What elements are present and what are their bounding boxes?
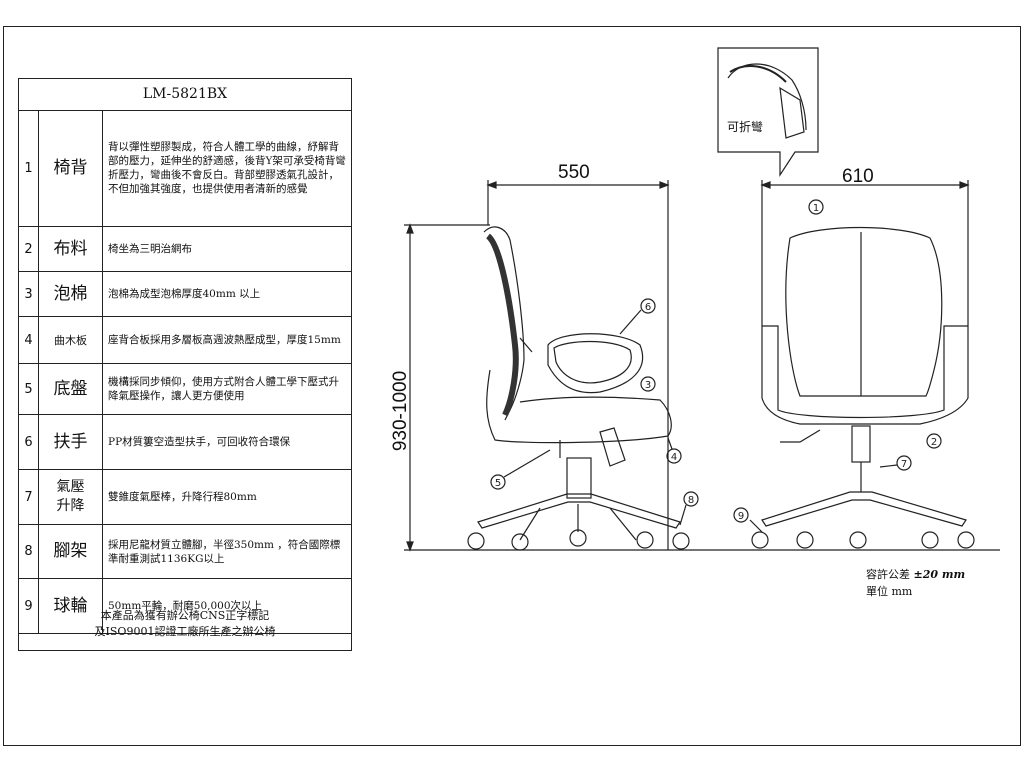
foldable-callout-label: 可折彎 [727, 120, 764, 134]
drawing-frame [3, 26, 1021, 746]
spec-row: 8 腳架 採用尼龍材質立體腳，半徑350mm ，符合國際標準耐重測試1136KG… [19, 525, 351, 579]
part-description: 50mm平輪，耐磨50,000次以上 [108, 600, 263, 612]
spec-row: 7 氣壓升降 雙錐度氣壓棒，升降行程80mm [19, 470, 351, 525]
spec-row: 5 底盤 機構採同步傾仰，使用方式附合人體工學下壓式升降氣壓操作，讓人更方便使用 [19, 364, 351, 415]
part-name: 腳架 [39, 525, 103, 578]
marker-label-6: 6 [645, 302, 651, 313]
spec-row: 1 椅背 背以彈性塑膠製成，符合人體工學的曲線，紓解背部的壓力，延伸坐的舒適感，… [19, 110, 351, 227]
spec-row: 3 泡棉 泡棉為成型泡棉厚度40mm 以上 [19, 272, 351, 317]
part-name: 底盤 [39, 364, 103, 414]
part-markers [490, 199, 942, 533]
tolerance-value: ±20 mm [913, 568, 966, 581]
depth-dimension-label: 550 [558, 162, 590, 183]
row-number: 2 [19, 227, 39, 271]
certification-note: 本產品為獲有辦公椅CNS正字標記 及ISO9001認證工廠所生產之辦公椅 [19, 599, 351, 649]
part-name: 氣壓升降 [39, 470, 103, 524]
marker-label-9: 9 [738, 511, 744, 522]
row-number: 5 [19, 364, 39, 414]
row-number: 4 [19, 317, 39, 363]
part-name: 布料 [39, 227, 103, 271]
unit-label: 單位 mm [866, 585, 913, 598]
marker-1 [808, 199, 824, 215]
part-description: 背以彈性塑膠製成，符合人體工學的曲線，紓解背部的壓力，延伸坐的舒適感，後背Y架可… [108, 141, 346, 195]
foldable-callout [717, 47, 819, 178]
marker-8 [683, 491, 699, 507]
row-number: 7 [19, 470, 39, 524]
certification-line-1: 本產品為獲有辦公椅CNS正字標記 [100, 609, 270, 622]
marker-2 [926, 433, 942, 449]
tolerance-label: 容許公差 [866, 568, 910, 581]
marker-7 [896, 455, 912, 471]
marker-5 [490, 474, 506, 490]
certification-line-2: 及ISO9001認證工廠所生產之辦公椅 [94, 625, 276, 638]
row-number: 3 [19, 272, 39, 316]
part-description: 採用尼龍材質立體腳，半徑350mm ，符合國際標準耐重測試1136KG以上 [108, 538, 341, 565]
row-number: 1 [19, 110, 39, 226]
marker-4 [666, 448, 682, 464]
marker-label-8: 8 [688, 495, 694, 506]
side-view-chair [467, 226, 690, 551]
row-number: 9 [19, 579, 39, 633]
spec-row: 4 曲木板 座背合板採用多層板高週波熱壓成型，厚度15mm [19, 317, 351, 364]
part-name: 曲木板 [39, 317, 103, 363]
spec-row: 6 扶手 PP材質簍空造型扶手，可回收符合環保 [19, 415, 351, 470]
marker-label-2: 2 [931, 437, 937, 448]
tolerance-note: 容許公差 ±20 mm 單位 mm [866, 566, 965, 600]
marker-label-3: 3 [645, 380, 651, 391]
row-number: 6 [19, 415, 39, 469]
part-name: 椅背 [39, 110, 103, 226]
marker-label-5: 5 [495, 478, 501, 489]
marker-3 [640, 376, 656, 392]
spec-row: 9 球輪 50mm平輪，耐磨50,000次以上 [19, 579, 351, 634]
dimension-lines [404, 180, 1000, 552]
marker-label-4: 4 [671, 452, 677, 463]
marker-label-1: 1 [813, 203, 819, 214]
spec-table: LM-5821BX 1 椅背 背以彈性塑膠製成，符合人體工學的曲線，紓解背部的壓… [18, 78, 352, 651]
part-description: 椅坐為三明治網布 [108, 243, 192, 255]
row-number: 8 [19, 525, 39, 578]
part-description: 座背合板採用多層板高週波熱壓成型，厚度15mm [108, 334, 341, 346]
part-name: 扶手 [39, 415, 103, 469]
part-name: 球輪 [39, 579, 103, 633]
width-dimension-label: 610 [842, 166, 874, 187]
part-description: 機構採同步傾仰，使用方式附合人體工學下壓式升降氣壓操作，讓人更方便使用 [108, 376, 339, 402]
marker-9 [733, 507, 749, 523]
front-view-chair [751, 226, 975, 549]
spec-row: 2 布料 椅坐為三明治網布 [19, 227, 351, 272]
part-description: PP材質簍空造型扶手，可回收符合環保 [108, 436, 291, 448]
model-number: LM-5821BX [19, 79, 351, 111]
part-description: 泡棉為成型泡棉厚度40mm 以上 [108, 288, 261, 300]
part-name: 泡棉 [39, 272, 103, 316]
marker-label-7: 7 [901, 459, 907, 470]
marker-6 [640, 298, 656, 314]
part-description: 雙錐度氣壓棒，升降行程80mm [108, 491, 257, 503]
